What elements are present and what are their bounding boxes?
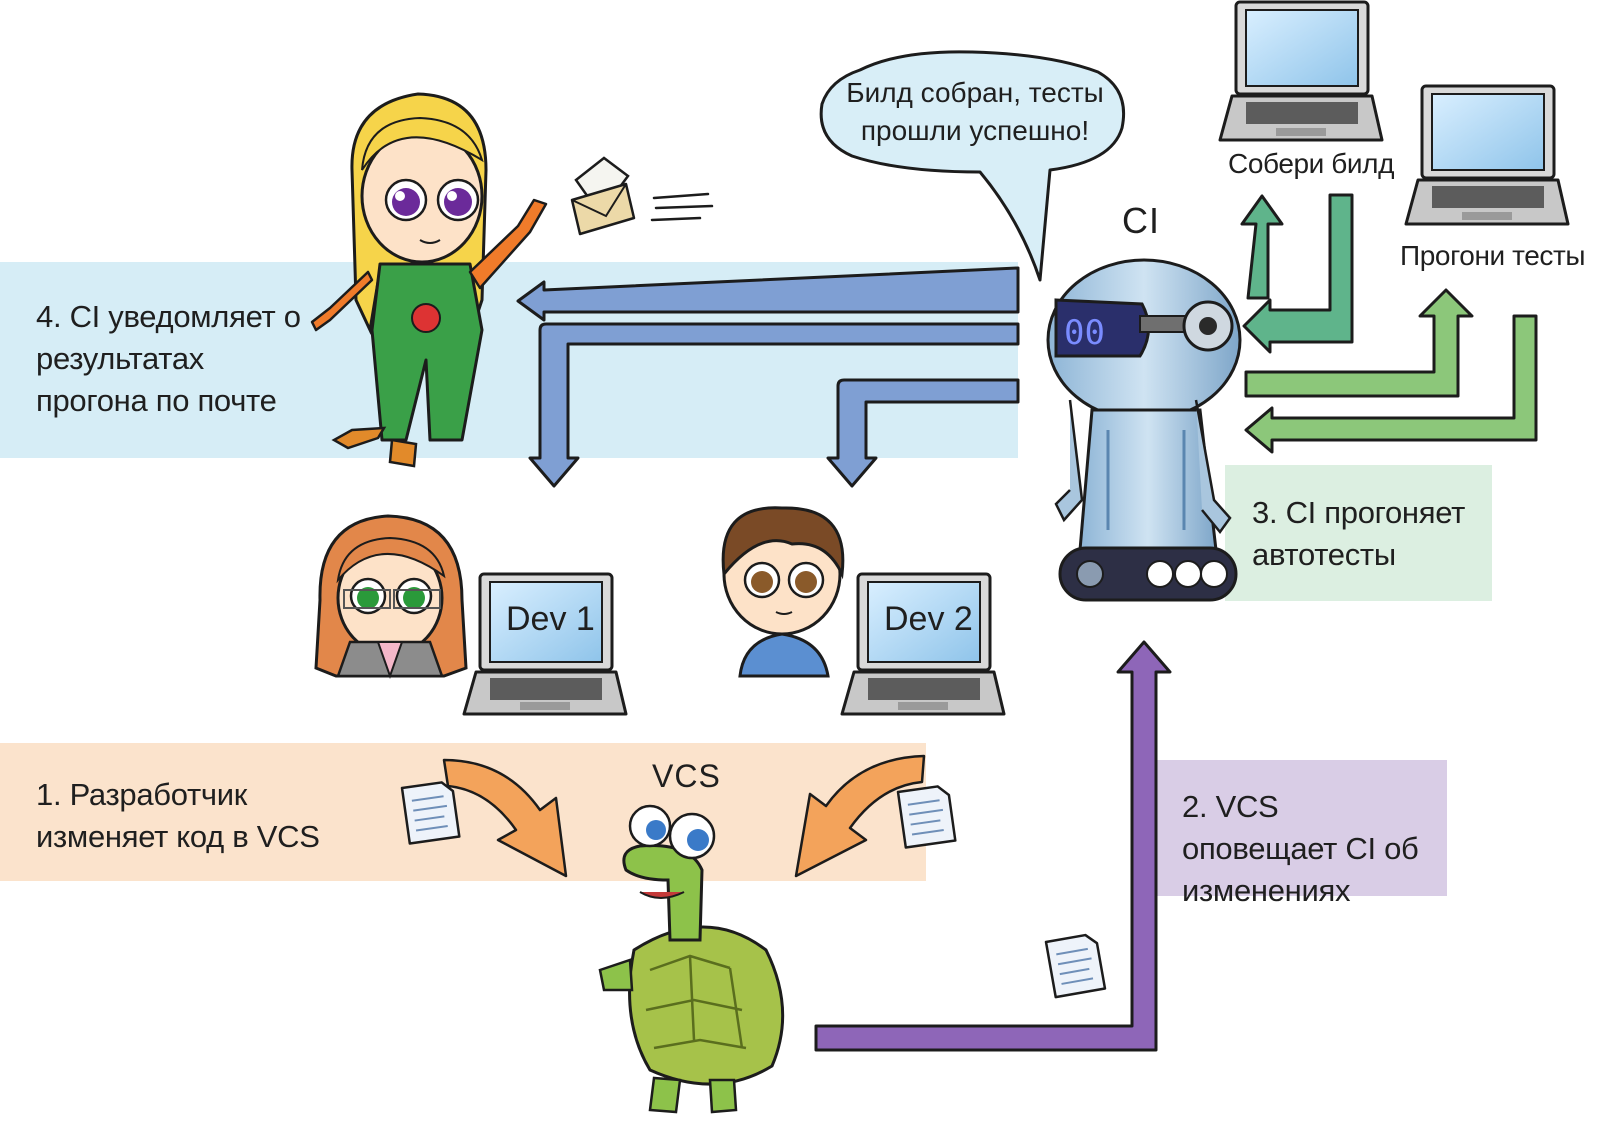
turtle-icon <box>598 804 785 1114</box>
developer-icon <box>721 506 845 678</box>
laptop-icon <box>1218 0 1384 142</box>
step3-label: 3. CI прогоняет автотесты <box>1252 495 1466 572</box>
step2-band <box>1155 760 1447 896</box>
build-label: Собери билд <box>1228 148 1395 179</box>
speech-bubble <box>819 50 1126 282</box>
step4-label: 4. CI уведомляет о результатах прогона п… <box>36 299 301 418</box>
green-arrow-to-tests <box>1244 288 1474 398</box>
document-icon <box>1044 933 1107 999</box>
document-icon <box>896 785 957 849</box>
letter-envelope-icon <box>570 156 714 236</box>
orange-arrow-left <box>442 758 568 878</box>
green-arrow-from-build <box>1242 193 1354 354</box>
speech-bubble-text: Билд собран, тесты прошли успешно! <box>846 77 1104 146</box>
step1-label: 1. Разработчик изменяет код в VCS <box>36 777 320 854</box>
step3-band <box>1225 465 1492 601</box>
tests-label: Прогони тесты <box>1400 240 1586 271</box>
dev2-label: Dev 2 <box>884 600 973 638</box>
dev1-label: Dev 1 <box>506 600 595 638</box>
robot-icon: 00 <box>1046 258 1242 602</box>
dev1-laptop-icon <box>462 572 628 716</box>
ci-title: CI <box>1122 200 1160 241</box>
vcs-title: VCS <box>652 758 721 794</box>
laptop-icon <box>1404 84 1570 226</box>
blue-arrow-to-dev1 <box>528 322 1020 488</box>
svg-text:00: 00 <box>1064 313 1105 353</box>
green-arrow-to-build <box>1240 194 1284 300</box>
purple-arrow-vcs-to-ci <box>814 640 1172 1052</box>
orange-arrow-right <box>794 754 926 878</box>
developer-icon <box>314 514 468 680</box>
dev2-laptop-icon <box>840 572 1006 716</box>
green-arrow-from-tests <box>1244 314 1538 454</box>
step2-label: 2. VCS оповещает CI об изменениях <box>1182 789 1419 908</box>
document-icon <box>400 781 461 845</box>
blue-arrow-to-dev2 <box>826 378 1020 488</box>
tester-girl-icon <box>310 92 548 468</box>
blue-arrow-to-tester <box>516 266 1020 322</box>
